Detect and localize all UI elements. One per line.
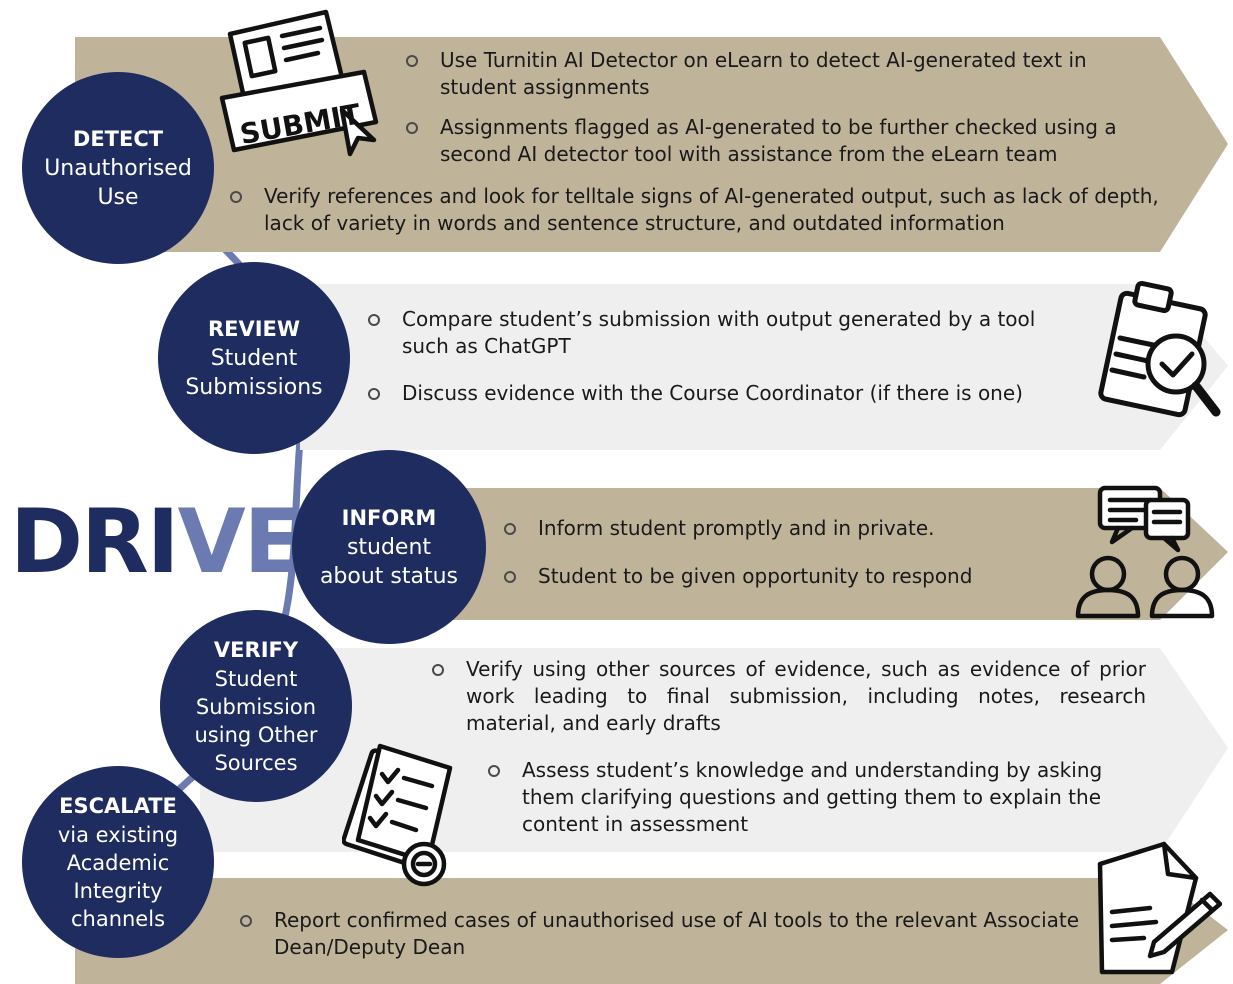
verify-bullet-1: Verify using other sources of evidence, … [432, 656, 1146, 737]
detect-bullet-1-text: Use Turnitin AI Detector on eLearn to de… [440, 48, 1087, 99]
escalate-circle: ESCALATE via existing Academic Integrity… [22, 766, 214, 958]
verify-bullet-1-text: Verify using other sources of evidence, … [466, 657, 1146, 735]
verify-subtitle: Student Submission using Other Sources [194, 666, 318, 775]
bullet-dot-icon [504, 571, 516, 583]
escalate-subtitle: via existing Academic Integrity channels [57, 822, 179, 931]
inform-heading: INFORM [341, 505, 437, 530]
submit-document-icon: SUBMIT [219, 9, 379, 157]
bullet-dot-icon [406, 55, 418, 67]
bullet-dot-icon [230, 191, 242, 203]
review-bullet-2-text: Discuss evidence with the Course Coordin… [402, 381, 1023, 405]
escalate-bullet-1: Report confirmed cases of unauthorised u… [240, 907, 1080, 961]
detect-heading: DETECT [72, 126, 164, 151]
drive-title: DRIVE [10, 490, 304, 593]
bullet-dot-icon [488, 765, 500, 777]
bullet-dot-icon [368, 388, 380, 400]
bullet-dot-icon [432, 664, 444, 676]
verify-band [200, 648, 1228, 852]
inform-band [420, 488, 1228, 620]
checklist-certificate-icon [342, 743, 453, 887]
inform-bullet-1: Inform student promptly and in private. [504, 515, 1044, 542]
clipboard-check-magnifier-icon [1098, 280, 1221, 418]
inform-bullet-2-text: Student to be given opportunity to respo… [538, 564, 973, 588]
verify-bullet-2: Assess student’s knowledge and understan… [488, 757, 1146, 838]
verify-bullet-2-text: Assess student’s knowledge and understan… [522, 758, 1103, 836]
drive-title-prefix: DRI [10, 490, 180, 593]
inform-bullet-2: Student to be given opportunity to respo… [504, 563, 1044, 590]
review-band [0, 0, 1233, 460]
document-pen-icon [1097, 841, 1222, 975]
detect-bullet-3-text: Verify references and look for telltale … [264, 184, 1159, 235]
drive-title-suffix: VE [177, 490, 304, 593]
bullet-dot-icon [504, 523, 516, 535]
review-heading: REVIEW [207, 316, 301, 341]
review-bullet-1: Compare student’s submission with output… [368, 306, 1076, 360]
review-circle: REVIEW Student Submissions [158, 262, 350, 454]
inform-subtitle: student about status [319, 534, 459, 589]
detect-circle: DETECT Unauthorised Use [22, 72, 214, 264]
bullet-dot-icon [240, 915, 252, 927]
escalate-bullet-1-text: Report confirmed cases of unauthorised u… [274, 908, 1080, 959]
escalate-heading: ESCALATE [59, 793, 177, 818]
bullet-dot-icon [406, 122, 418, 134]
detect-bullet-1: Use Turnitin AI Detector on eLearn to de… [406, 47, 1166, 101]
detect-bullet-2-text: Assignments flagged as AI-generated to b… [440, 115, 1117, 166]
review-bullet-2: Discuss evidence with the Course Coordin… [368, 380, 1076, 407]
inform-circle: INFORM student about status [292, 450, 486, 644]
verify-heading: VERIFY [213, 637, 299, 662]
detect-bullet-2: Assignments flagged as AI-generated to b… [406, 114, 1166, 168]
detect-bullet-3: Verify references and look for telltale … [230, 183, 1166, 237]
review-bullet-1-text: Compare student’s submission with output… [402, 307, 1036, 358]
verify-circle: VERIFY Student Submission using Other So… [160, 610, 352, 802]
bullet-dot-icon [368, 314, 380, 326]
inform-bullet-1-text: Inform student promptly and in private. [538, 516, 935, 540]
detect-subtitle: Unauthorised Use [44, 155, 192, 210]
people-chat-icon [1075, 485, 1215, 619]
review-subtitle: Student Submissions [185, 345, 323, 400]
